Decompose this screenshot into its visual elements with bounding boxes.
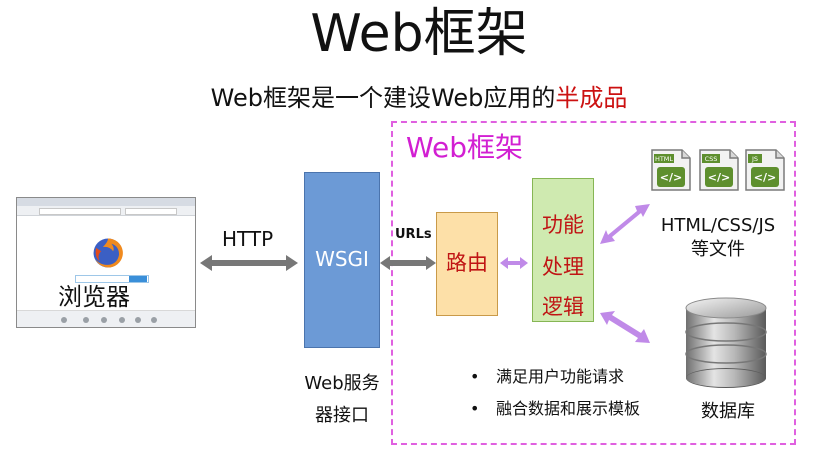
- js-file-icon: JS </>: [745, 149, 785, 191]
- firefox-logo-icon: [93, 238, 123, 268]
- bullet-glyph-1: •: [470, 367, 480, 386]
- html-file-tag: HTML: [655, 155, 673, 163]
- router-box: [436, 212, 498, 316]
- subtitle: Web框架是一个建设Web应用的半成品: [0, 82, 838, 114]
- browser-search-field: [75, 275, 149, 283]
- browser-titlebar: [17, 198, 195, 206]
- bullet-text-1: 满足用户功能请求: [496, 367, 625, 386]
- database-icon: [685, 297, 767, 388]
- addons-icon: [119, 317, 125, 323]
- http-label: HTTP: [222, 227, 274, 251]
- browser-address-bar: [39, 208, 121, 215]
- js-file-tag: JS: [751, 155, 758, 163]
- wsgi-label: WSGI: [315, 247, 369, 271]
- css-file-icon: CSS </>: [699, 149, 739, 191]
- logic-line-2: 处理: [542, 255, 584, 279]
- bullet-item-2: • 融合数据和展示模板: [470, 398, 640, 420]
- browser-wsgi-arrow: [200, 255, 298, 271]
- web-framework-boundary: [391, 121, 796, 445]
- subtitle-highlight: 半成品: [555, 84, 628, 112]
- logic-box: [532, 178, 594, 322]
- wsgi-caption-line-2: 器接口: [315, 405, 369, 426]
- browser-screenshot: [16, 197, 196, 328]
- css-file-tag: CSS: [705, 155, 718, 163]
- logic-line-3: 逻辑: [542, 295, 584, 319]
- js-file-glyph: </>: [754, 171, 776, 184]
- logic-line-1: 功能: [542, 213, 584, 237]
- history-icon: [101, 317, 107, 323]
- html-file-icon: HTML </>: [651, 149, 691, 191]
- page-title: Web框架: [310, 4, 528, 64]
- download-icon: [61, 317, 67, 323]
- browser-search-button: [129, 276, 147, 282]
- web-framework-label: Web框架: [406, 131, 524, 164]
- browser-bottom-bar: [17, 310, 195, 327]
- subtitle-prefix: Web框架是一个建设Web应用的: [210, 84, 556, 112]
- settings-icon: [151, 317, 157, 323]
- bookmark-icon: [83, 317, 89, 323]
- wsgi-caption: Web服务 器接口: [288, 368, 396, 432]
- static-files-label-line-2: 等文件: [691, 239, 745, 260]
- static-files-label: HTML/CSS/JS 等文件: [648, 214, 788, 262]
- bullet-glyph-2: •: [470, 399, 480, 418]
- database-label: 数据库: [701, 401, 755, 422]
- wsgi-box: [304, 172, 380, 348]
- html-file-glyph: </>: [660, 171, 682, 184]
- urls-label: URLs: [395, 227, 432, 242]
- browser-label: 浏览器: [58, 283, 130, 311]
- static-files-label-line-1: HTML/CSS/JS: [660, 215, 776, 236]
- browser-search-bar: [125, 208, 177, 215]
- router-label: 路由: [446, 251, 488, 275]
- bullet-text-2: 融合数据和展示模板: [496, 399, 641, 418]
- sync-icon: [135, 317, 141, 323]
- css-file-glyph: </>: [708, 171, 730, 184]
- bullet-item-1: • 满足用户功能请求: [470, 366, 624, 388]
- wsgi-caption-line-1: Web服务: [304, 373, 380, 394]
